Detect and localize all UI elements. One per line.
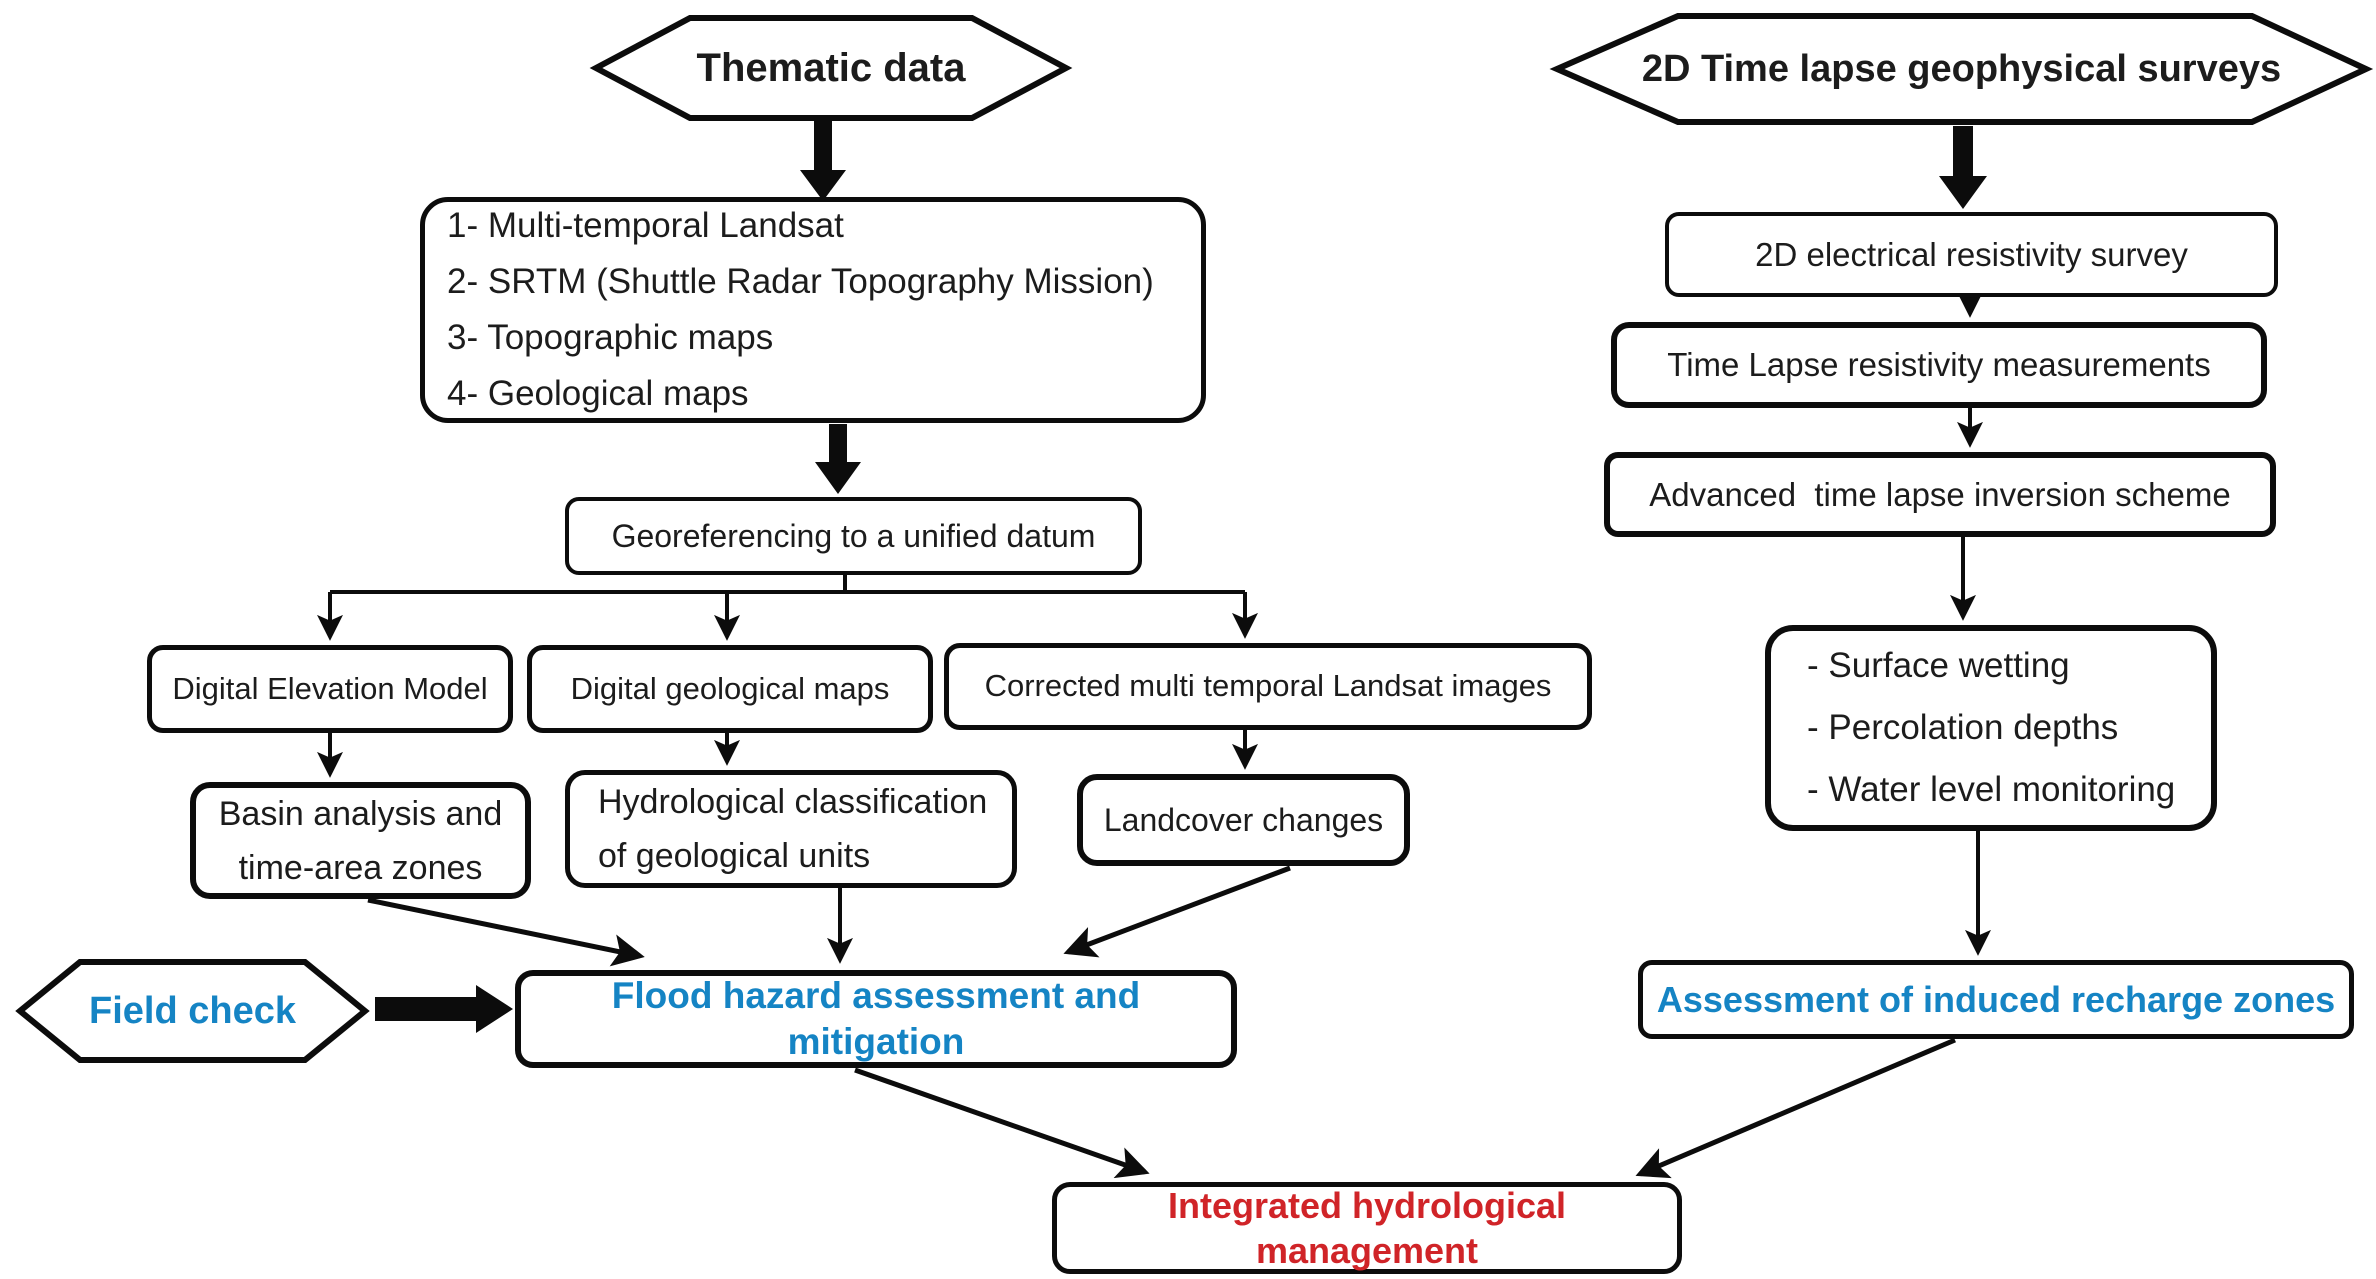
field-check-hexagon bbox=[15, 959, 370, 1063]
arrow-fieldcheck-to-flood bbox=[375, 985, 513, 1033]
geophysical-surveys-title: 2D Time lapse geophysical surveys bbox=[1557, 16, 2366, 122]
arrow-inputs-to-georeferencing bbox=[815, 424, 861, 494]
field-check-title: Field check bbox=[20, 962, 365, 1060]
geophysical-surveys-label: 2D Time lapse geophysical surveys bbox=[1641, 47, 2282, 90]
thematic-data-hexagon bbox=[589, 15, 1073, 121]
inversion-scheme-box: Advanced time lapse inversion scheme bbox=[1604, 452, 2276, 537]
thematic-inputs-box: 1- Multi-temporal Landsat 2- SRTM (Shutt… bbox=[420, 197, 1206, 423]
landsat-label: Corrected multi temporal Landsat images bbox=[984, 668, 1552, 704]
thematic-data-label: Thematic data bbox=[696, 45, 966, 90]
arrow-flood-to-final bbox=[854, 1067, 1150, 1179]
arrow-assessment-to-final bbox=[1635, 1037, 1956, 1179]
basin-line: Basin analysis and bbox=[218, 794, 503, 833]
arrow-basin-to-flood bbox=[367, 897, 645, 967]
hydrological-classification-box: Hydrological classification of geologica… bbox=[565, 770, 1017, 888]
geophysical-surveys-hexagon bbox=[1549, 13, 2374, 125]
inversion-scheme-label: Advanced time lapse inversion scheme bbox=[1649, 475, 2231, 513]
observations-box: - Surface wetting - Percolation depths -… bbox=[1765, 625, 2217, 831]
recharge-assessment-label: Assessment of induced recharge zones bbox=[1656, 979, 2336, 1020]
arrow-thematic-to-inputs bbox=[800, 118, 846, 201]
hydro-line: of geological units bbox=[598, 837, 871, 875]
input-item: 3- Topographic maps bbox=[447, 318, 774, 357]
digital-geological-maps-box: Digital geological maps bbox=[527, 645, 933, 733]
integrated-management-label: Integrated hydrological management bbox=[1167, 1185, 1567, 1271]
geomaps-label: Digital geological maps bbox=[570, 670, 890, 706]
georeferencing-label: Georeferencing to a unified datum bbox=[611, 518, 1096, 554]
arrow-landcover-to-flood bbox=[1063, 865, 1291, 958]
georeferencing-box: Georeferencing to a unified datum bbox=[565, 497, 1142, 575]
arrow-surveys-to-resistivity bbox=[1939, 126, 1987, 209]
timelapse-measurements-box: Time Lapse resistivity measurements bbox=[1611, 322, 2267, 408]
input-item: 1- Multi-temporal Landsat bbox=[447, 206, 844, 245]
electrical-resistivity-box: 2D electrical resistivity survey bbox=[1665, 212, 2278, 297]
input-item: 4- Geological maps bbox=[447, 374, 749, 413]
observation-item: - Surface wetting bbox=[1807, 646, 2070, 685]
observation-item: - Water level monitoring bbox=[1807, 770, 2176, 809]
hydro-line: Hydrological classification bbox=[598, 783, 988, 821]
field-check-label: Field check bbox=[89, 989, 296, 1032]
integrated-management-box: Integrated hydrological management bbox=[1052, 1182, 1682, 1274]
flood-hazard-box: Flood hazard assessment and mitigation bbox=[515, 970, 1237, 1068]
landcover-label: Landcover changes bbox=[1103, 802, 1384, 838]
electrical-resistivity-label: 2D electrical resistivity survey bbox=[1755, 235, 2188, 273]
recharge-assessment-box: Assessment of induced recharge zones bbox=[1638, 960, 2354, 1039]
basin-analysis-box: Basin analysis and time-area zones bbox=[190, 782, 531, 899]
corrected-landsat-box: Corrected multi temporal Landsat images bbox=[944, 643, 1592, 730]
input-item: 2- SRTM (Shuttle Radar Topography Missio… bbox=[447, 262, 1154, 301]
basin-line: time-area zones bbox=[238, 848, 483, 887]
landcover-changes-box: Landcover changes bbox=[1077, 774, 1410, 866]
timelapse-measurements-label: Time Lapse resistivity measurements bbox=[1667, 346, 2211, 384]
flood-hazard-label: Flood hazard assessment and mitigation bbox=[611, 974, 1141, 1062]
dem-label: Digital Elevation Model bbox=[172, 670, 488, 706]
observation-item: - Percolation depths bbox=[1807, 708, 2119, 747]
thematic-data-title: Thematic data bbox=[596, 18, 1066, 118]
digital-elevation-model-box: Digital Elevation Model bbox=[147, 645, 513, 733]
